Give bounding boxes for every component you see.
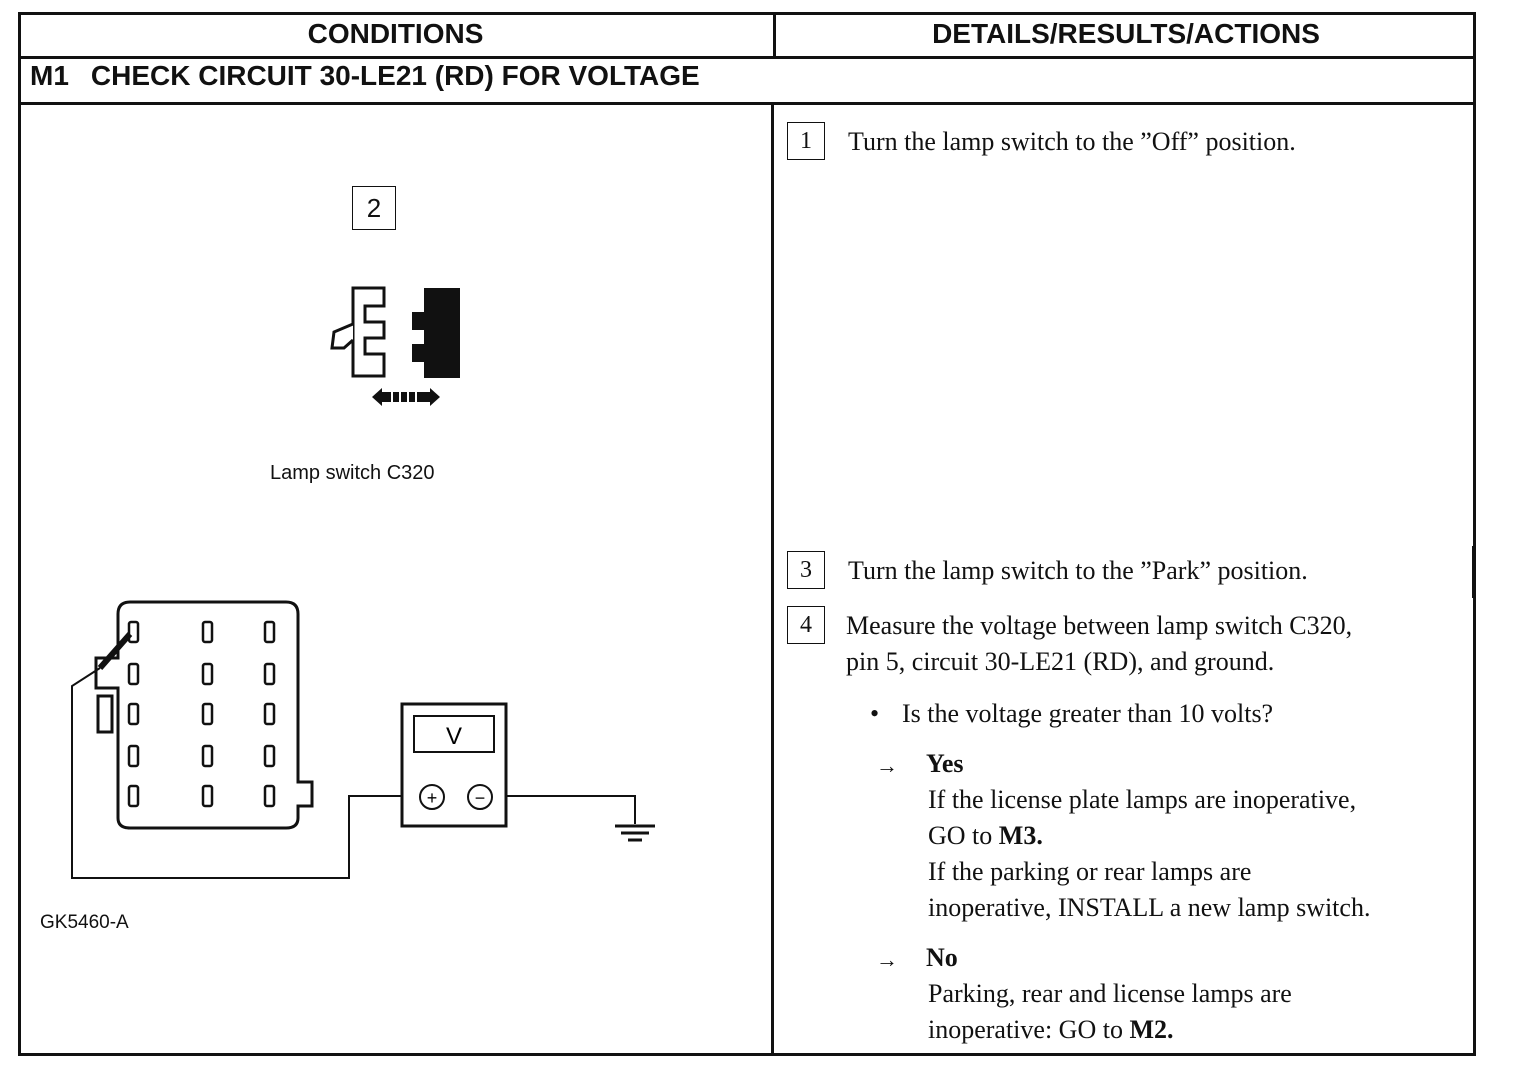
question-bullet: • (870, 699, 880, 728)
positive-lead (71, 667, 402, 879)
pin-slot (263, 620, 276, 644)
pin-slot (127, 662, 140, 686)
positive-terminal (419, 784, 445, 810)
pin-slot (127, 702, 140, 726)
negative-terminal (467, 784, 493, 810)
action-number-3: 3 (787, 551, 825, 589)
plus-symbol: + (427, 788, 438, 808)
negative-lead (506, 795, 636, 824)
pin-slot (127, 620, 140, 644)
connector-lock-tab (330, 322, 354, 350)
goto-m2-link: M2. (1129, 1015, 1174, 1044)
step-title: M1 CHECK CIRCUIT 30-LE21 (RD) FOR VOLTAGE (30, 60, 700, 92)
ground-icon (615, 824, 655, 842)
yes-line-1: If the license plate lamps are inoperati… (928, 785, 1357, 814)
no-arrow-icon: → (876, 947, 898, 972)
action-text-3: Turn the lamp switch to the ”Park” posit… (848, 556, 1308, 585)
pin-slot (263, 744, 276, 768)
title-divider (18, 102, 1476, 105)
pin-slot (263, 662, 276, 686)
yes-line-4: inoperative, INSTALL a new lamp switch. (928, 893, 1371, 922)
yes-line-2: GO to M3. (928, 818, 1043, 854)
yes-line-2-text: GO to (928, 821, 999, 850)
probe (97, 632, 133, 670)
no-line-2: inoperative: GO to M2. (928, 1012, 1174, 1048)
action-text-4-line1: Measure the voltage between lamp switch … (846, 611, 1353, 640)
connector-caption: Lamp switch C320 (270, 462, 435, 484)
pin-slot (201, 744, 214, 768)
pin-slot (127, 784, 140, 808)
pin-slot (201, 784, 214, 808)
minus-symbol: − (475, 788, 486, 808)
details-header: DETAILS/RESULTS/ACTIONS (932, 18, 1320, 49)
pin-slot (201, 620, 214, 644)
question-text: Is the voltage greater than 10 volts? (902, 699, 1274, 728)
pin-slot (201, 702, 214, 726)
yes-arrow-icon: → (876, 753, 898, 778)
table-frame (18, 12, 1476, 1056)
meter-label: V (446, 723, 462, 750)
no-label: No (926, 943, 958, 972)
action-number-4: 4 (787, 606, 825, 644)
goto-m3-link: M3. (998, 821, 1043, 850)
no-line-2-text: inoperative: GO to (928, 1015, 1130, 1044)
pin-slot (263, 702, 276, 726)
lamp-switch-connector-illustration (330, 286, 460, 406)
voltage-measurement-diagram: V + − (71, 600, 655, 879)
figure-step-number: 2 (352, 186, 396, 230)
yes-label: Yes (926, 749, 964, 778)
no-line-1: Parking, rear and license lamps are (928, 979, 1292, 1008)
meter-display (413, 715, 495, 753)
step-id: M1 (30, 60, 69, 91)
step-title-text: CHECK CIRCUIT 30-LE21 (RD) FOR VOLTAGE (90, 60, 700, 91)
connector-half-solid (412, 288, 460, 378)
conditions-header: CONDITIONS (307, 18, 484, 49)
action-text-4-line2: pin 5, circuit 30-LE21 (RD), and ground. (846, 647, 1275, 676)
body-column-divider (771, 102, 774, 1056)
pin-slot (263, 784, 276, 808)
pin-slot (201, 662, 214, 686)
figure-id: GK5460-A (40, 912, 129, 933)
right-edge-mark (1472, 546, 1475, 598)
connector-latch (96, 694, 114, 734)
connector-half-open (351, 286, 386, 378)
action-text-1: Turn the lamp switch to the ”Off” positi… (848, 127, 1296, 156)
header-divider (18, 56, 1476, 59)
action-number-1: 1 (787, 122, 825, 160)
pin-slot (127, 744, 140, 768)
yes-line-3: If the parking or rear lamps are (928, 857, 1252, 886)
header-column-divider (773, 12, 776, 58)
